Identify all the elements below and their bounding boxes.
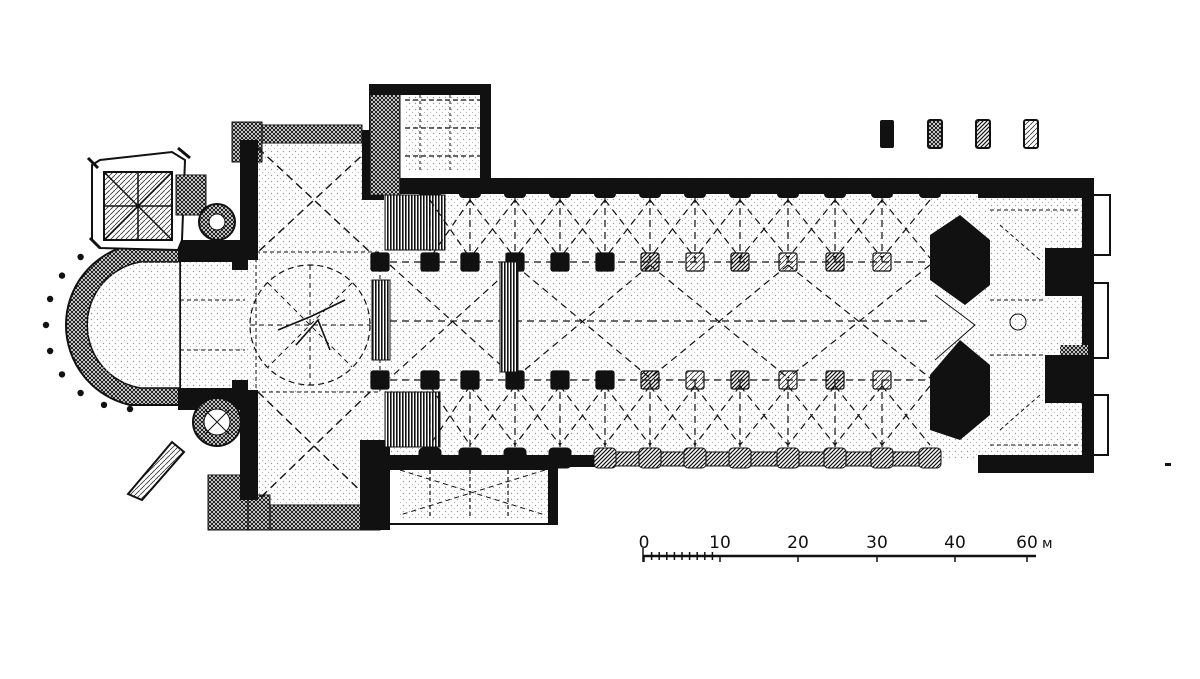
south-aisle-rib <box>649 385 696 446</box>
screen-walls <box>371 261 519 373</box>
scale-tick-label: 30 <box>866 533 888 553</box>
northwest-chapel <box>86 146 242 502</box>
scale-tick-label: 20 <box>787 533 809 553</box>
north-aisle-rib <box>787 199 836 259</box>
stray-mark <box>1165 463 1171 466</box>
nave-pier <box>370 252 390 272</box>
nave-vault-rib <box>514 264 651 379</box>
south-chapel <box>384 391 558 525</box>
north-buttress <box>549 178 571 198</box>
nave-vault-rib <box>649 264 789 379</box>
legend <box>880 119 1039 149</box>
scale-tick-label: 40 <box>944 533 966 553</box>
north-aisle-rib <box>469 199 516 259</box>
south-aisle-rib <box>739 385 789 446</box>
north-aisle-rib <box>739 199 789 259</box>
south-buttress <box>918 447 942 469</box>
apse-buttress <box>126 405 134 413</box>
south-aisle-rib <box>787 385 836 446</box>
apse-buttress <box>77 389 84 397</box>
north-aisle-rib <box>694 199 741 259</box>
apse-buttress <box>58 272 66 279</box>
south-aisle-rib <box>514 385 561 446</box>
north-buttress <box>684 178 706 198</box>
south-buttress <box>683 447 707 469</box>
arcade-line <box>390 261 930 381</box>
south-buttress <box>823 447 847 469</box>
apse-buttress <box>100 401 108 409</box>
north-buttress <box>777 178 799 198</box>
scale-bar: 0 10 20 30 40 60 м <box>639 533 1053 562</box>
north-chapel <box>369 84 491 251</box>
south-aisle-rib <box>559 385 606 446</box>
south-buttress <box>638 447 662 469</box>
north-buttress <box>504 178 526 198</box>
south-aisle-rib <box>881 385 931 446</box>
nave-vault-rib <box>787 264 931 379</box>
nave-vaults <box>389 196 931 450</box>
south-buttress <box>728 447 752 469</box>
south-aisle-rib <box>469 385 516 446</box>
north-buttress <box>594 178 616 198</box>
north-buttress <box>919 178 941 198</box>
nave-pier <box>370 370 390 390</box>
south-aisle-rib <box>694 385 741 446</box>
north-buttress <box>419 178 441 198</box>
scale-tick-label: 0 <box>639 533 650 553</box>
legend-swatch-solid-black <box>880 120 894 148</box>
north-buttress <box>459 178 481 198</box>
north-aisle-rib <box>514 199 561 259</box>
north-aisle-rib <box>834 199 883 259</box>
north-aisle-rib <box>881 199 931 259</box>
north-buttress <box>729 178 751 198</box>
south-buttress <box>870 447 894 469</box>
legend-swatch-dense-hatch <box>975 119 991 149</box>
north-buttress <box>639 178 661 198</box>
apse-buttress <box>58 371 66 378</box>
scale-tick-label: 10 <box>709 533 731 553</box>
legend-swatch-cross-hatch <box>927 119 943 149</box>
apse-buttress <box>77 253 84 261</box>
north-buttress <box>824 178 846 198</box>
scale-tick-label: 60 <box>1016 533 1038 553</box>
north-aisle-rib <box>604 199 651 259</box>
apse-buttress <box>46 347 54 355</box>
south-buttress <box>593 447 617 469</box>
north-buttress <box>871 178 893 198</box>
apse-buttress <box>42 321 50 329</box>
east-towers <box>930 178 1111 473</box>
transept <box>207 121 390 531</box>
apse-buttress <box>46 295 54 303</box>
legend-swatch-light-hatch <box>1023 119 1039 149</box>
south-buttress <box>776 447 800 469</box>
north-wall-buttresses <box>419 178 941 198</box>
south-aisle-rib <box>834 385 883 446</box>
north-aisle-rib <box>649 199 696 259</box>
north-aisle-rib <box>559 199 606 259</box>
south-aisle-rib <box>604 385 651 446</box>
scale-unit-label: м <box>1042 536 1053 552</box>
